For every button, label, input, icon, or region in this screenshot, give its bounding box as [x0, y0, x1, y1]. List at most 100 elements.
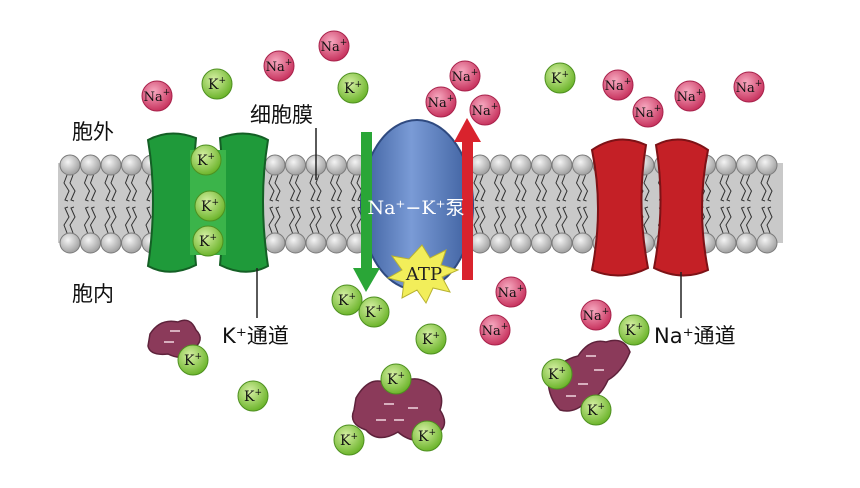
lipid-tail: [309, 174, 316, 202]
lipid-tail: [473, 206, 480, 234]
lipid-tail: [719, 174, 726, 202]
svg-text:K+: K+: [244, 388, 262, 405]
lipid-tail: [719, 206, 726, 234]
lipid-head: [80, 154, 101, 176]
lipid-tail: [130, 174, 138, 202]
lipid-tail: [540, 174, 548, 202]
lipid-tail: [520, 174, 527, 202]
lipid-tail: [124, 206, 132, 234]
lipid-head: [715, 232, 737, 254]
lipid-head: [285, 232, 306, 254]
na-ion: Na+: [495, 276, 527, 308]
lipid-tail: [581, 174, 589, 202]
lipid-tail: [294, 174, 302, 202]
lipid-tail: [499, 174, 507, 202]
na-channel-label: Na⁺通道: [654, 324, 736, 348]
lipid-tail: [104, 174, 111, 202]
lipid-tail: [581, 206, 589, 234]
lipid-head: [59, 232, 81, 254]
green-arrow-down: [353, 132, 380, 292]
lipid-tail: [104, 206, 111, 234]
svg-text:Na+: Na+: [736, 79, 763, 96]
k-ion: K+: [333, 424, 365, 456]
lipid-tail: [725, 206, 732, 234]
na-channel: [590, 138, 710, 277]
k-ion: K+: [237, 380, 269, 412]
svg-text:Na+: Na+: [144, 88, 171, 105]
membrane-label: 细胞膜: [250, 103, 313, 127]
k-ion: K+: [337, 72, 369, 104]
svg-text:Na+: Na+: [583, 307, 610, 324]
lipid-tail: [288, 206, 296, 234]
lipid-tail: [89, 206, 97, 234]
svg-text:K+: K+: [551, 70, 569, 87]
lipid-tail: [745, 174, 753, 202]
lipid-tail: [274, 174, 281, 202]
inside-label: 胞内: [72, 282, 114, 306]
lipid-tail: [739, 206, 747, 234]
lipid-tail: [350, 174, 357, 202]
lipid-tail: [89, 174, 97, 202]
lipid-head: [736, 232, 757, 254]
lipid-tail: [534, 174, 542, 202]
svg-text:K+: K+: [365, 304, 383, 321]
svg-text:Na+: Na+: [321, 38, 348, 55]
lipid-tail: [575, 174, 583, 202]
lipid-tail: [110, 206, 117, 234]
lipid-tail: [760, 206, 767, 234]
lipid-tail: [643, 206, 650, 234]
lipid-tail: [561, 206, 568, 234]
lipid-tail: [473, 174, 480, 202]
lipid-tail: [83, 206, 91, 234]
k-ion: K+: [544, 62, 576, 94]
lipid-head: [80, 232, 101, 254]
lipid-tail: [479, 206, 486, 234]
svg-text:K+: K+: [587, 402, 605, 419]
k-ion: K+: [201, 68, 233, 100]
na-ion: Na+: [602, 69, 634, 101]
k-ion: K+: [331, 284, 363, 316]
svg-text:K+: K+: [548, 366, 566, 383]
svg-text:K+: K+: [422, 331, 440, 348]
lipid-tail: [288, 174, 296, 202]
lipid-tail: [499, 206, 507, 234]
lipid-tail: [725, 174, 732, 202]
lipid-head: [572, 154, 593, 176]
svg-text:K+: K+: [344, 80, 362, 97]
lipid-tail: [309, 206, 316, 234]
svg-text:K+: K+: [625, 322, 643, 339]
pump-label: Na⁺−K⁺泵: [367, 197, 464, 219]
lipid-tail: [274, 206, 281, 234]
lipid-tail: [63, 206, 70, 234]
lipid-head: [490, 232, 511, 254]
na-ion: Na+: [733, 71, 765, 103]
k-ion: K+: [415, 323, 447, 355]
svg-text:K+: K+: [199, 233, 217, 250]
lipid-tail: [268, 174, 275, 202]
lipid-tail: [520, 206, 527, 234]
svg-text:K+: K+: [201, 198, 219, 215]
svg-text:Na+: Na+: [482, 322, 509, 339]
lipid-head: [572, 232, 593, 254]
lipid-head: [510, 154, 532, 176]
anion-blob: [547, 339, 631, 412]
lipid-tail: [83, 174, 91, 202]
lipid-head: [756, 154, 778, 176]
lipid-tail: [479, 174, 486, 202]
svg-text:Na+: Na+: [635, 104, 662, 121]
k-channel-label: K⁺通道: [222, 324, 289, 348]
red-arrow-up: [454, 118, 481, 280]
svg-text:K+: K+: [208, 76, 226, 93]
lipid-head: [285, 154, 306, 176]
na-ion: Na+: [469, 94, 501, 126]
lipid-head: [551, 232, 573, 254]
lipid-tail: [514, 206, 521, 234]
lipid-tail: [745, 206, 753, 234]
lipid-head: [551, 154, 573, 176]
na-ion: Na+: [141, 80, 173, 112]
lipid-tail: [110, 174, 117, 202]
outside-label: 胞外: [72, 120, 114, 144]
lipid-tail: [335, 174, 343, 202]
lipid-tail: [555, 174, 562, 202]
k-ion: K+: [380, 363, 412, 395]
